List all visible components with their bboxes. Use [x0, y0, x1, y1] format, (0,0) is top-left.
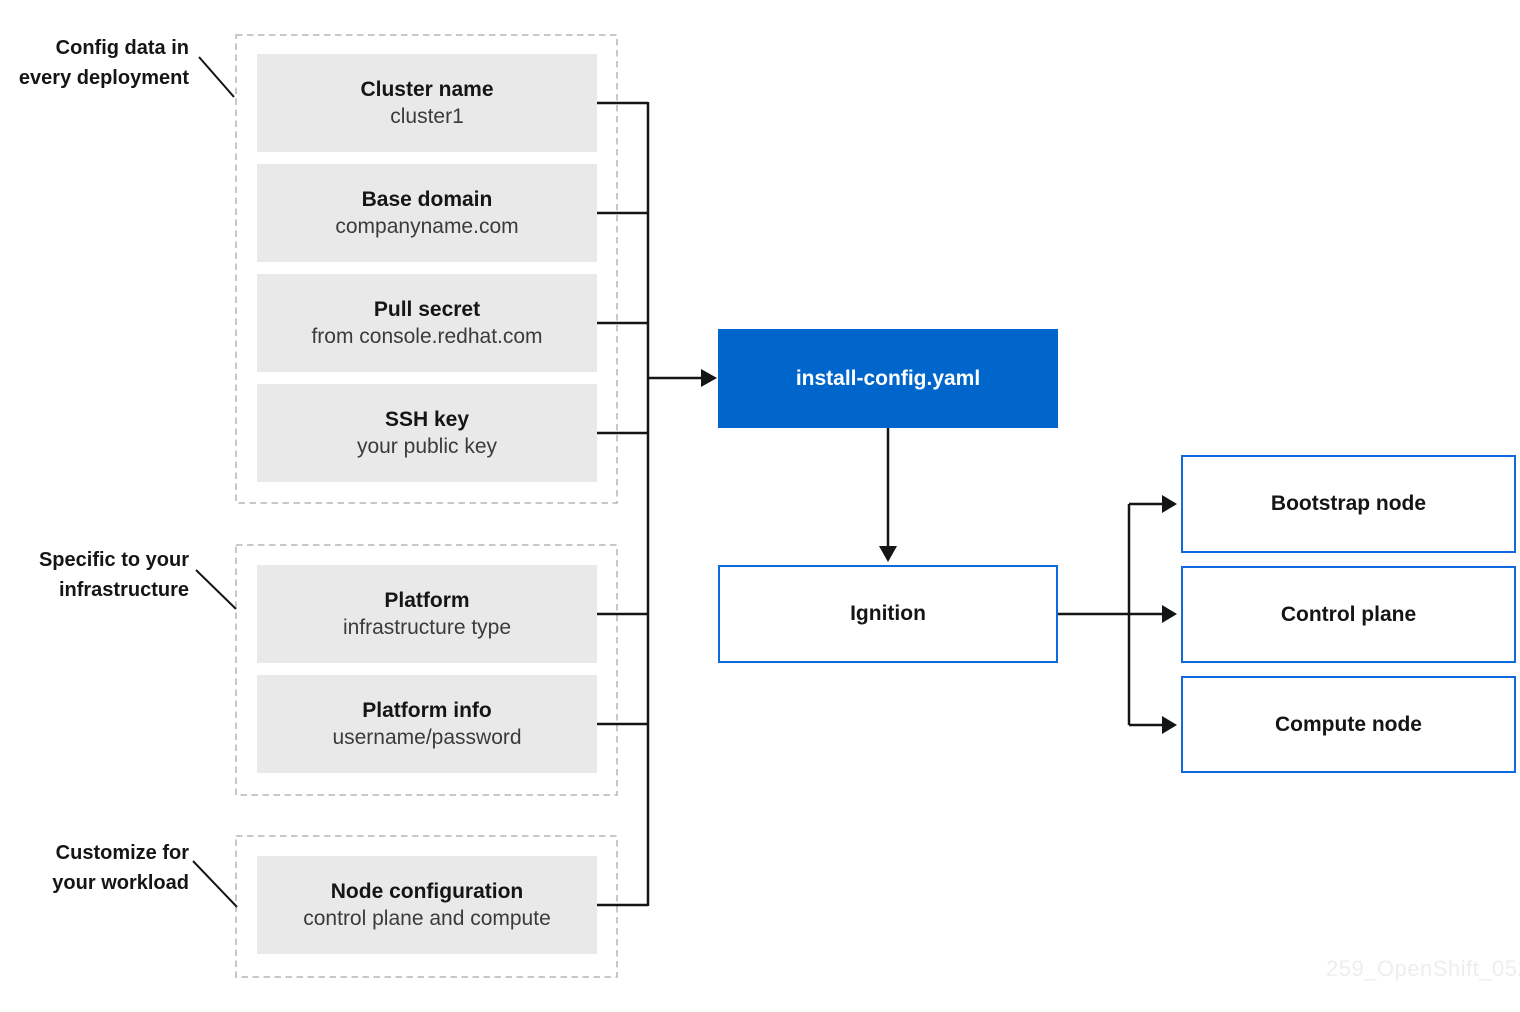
config-box-ssh-key: SSH key your public key [257, 384, 597, 482]
box-title: Platform [384, 588, 470, 612]
node-label: Control plane [1280, 602, 1417, 626]
node-label: Compute node [1275, 712, 1422, 736]
arrowhead-install-config [701, 369, 717, 387]
compute-node-box: Compute node [1181, 676, 1516, 773]
annotation-line: your workload [52, 872, 189, 894]
arrowhead-bootstrap [1162, 495, 1177, 513]
box-subtitle: username/password [332, 725, 522, 749]
ignition-box: Ignition [718, 565, 1058, 663]
box-title: Base domain [361, 187, 493, 211]
node-label: Bootstrap node [1270, 492, 1427, 515]
annotation-line: Customize for [55, 842, 189, 864]
annotation-pointer-config [198, 56, 235, 98]
annotation-pointer-infra [195, 569, 237, 610]
annotation-specific-infrastructure: Specific to your infrastructure [39, 545, 189, 605]
box-subtitle: cluster1 [390, 104, 464, 128]
arrowhead-ignition [879, 546, 897, 562]
annotation-line: infrastructure [58, 579, 189, 601]
install-config-yaml-box: install-config.yaml [718, 329, 1058, 428]
annotation-config-data: Config data in every deployment [19, 33, 189, 93]
annotation-line: every deployment [18, 67, 189, 89]
bootstrap-node-box: Bootstrap node [1181, 455, 1516, 553]
config-box-pull-secret: Pull secret from console.redhat.com [257, 274, 597, 372]
config-box-cluster-name: Cluster name cluster1 [257, 54, 597, 152]
annotation-pointer-workload [192, 860, 238, 908]
box-title: Cluster name [360, 77, 494, 101]
ignition-label: Ignition [850, 602, 926, 625]
box-subtitle: companyname.com [335, 214, 519, 238]
annotation-line: Specific to your [38, 549, 189, 571]
watermark-text: 259_OpenShift_0522 [1326, 956, 1520, 981]
control-plane-box: Control plane [1181, 566, 1516, 663]
config-box-base-domain: Base domain companyname.com [257, 164, 597, 262]
annotation-customize-workload: Customize for your workload [52, 838, 189, 898]
config-box-platform: Platform infrastructure type [257, 565, 597, 663]
box-subtitle: from console.redhat.com [311, 324, 543, 348]
box-subtitle: control plane and compute [303, 906, 551, 930]
arrowhead-compute [1162, 716, 1177, 734]
config-box-platform-info: Platform info username/password [257, 675, 597, 773]
box-title: Node configuration [330, 879, 524, 903]
box-subtitle: your public key [356, 434, 498, 458]
install-config-label: install-config.yaml [795, 366, 981, 390]
annotation-line: Config data in [55, 37, 189, 59]
box-subtitle: infrastructure type [342, 615, 512, 639]
box-title: SSH key [384, 407, 470, 431]
dashed-group-every-deployment [235, 34, 618, 504]
dashed-group-infrastructure [235, 544, 618, 796]
config-box-node-configuration: Node configuration control plane and com… [257, 856, 597, 954]
arrowhead-control-plane [1162, 605, 1177, 623]
box-title: Platform info [362, 698, 492, 722]
box-title: Pull secret [373, 297, 481, 321]
